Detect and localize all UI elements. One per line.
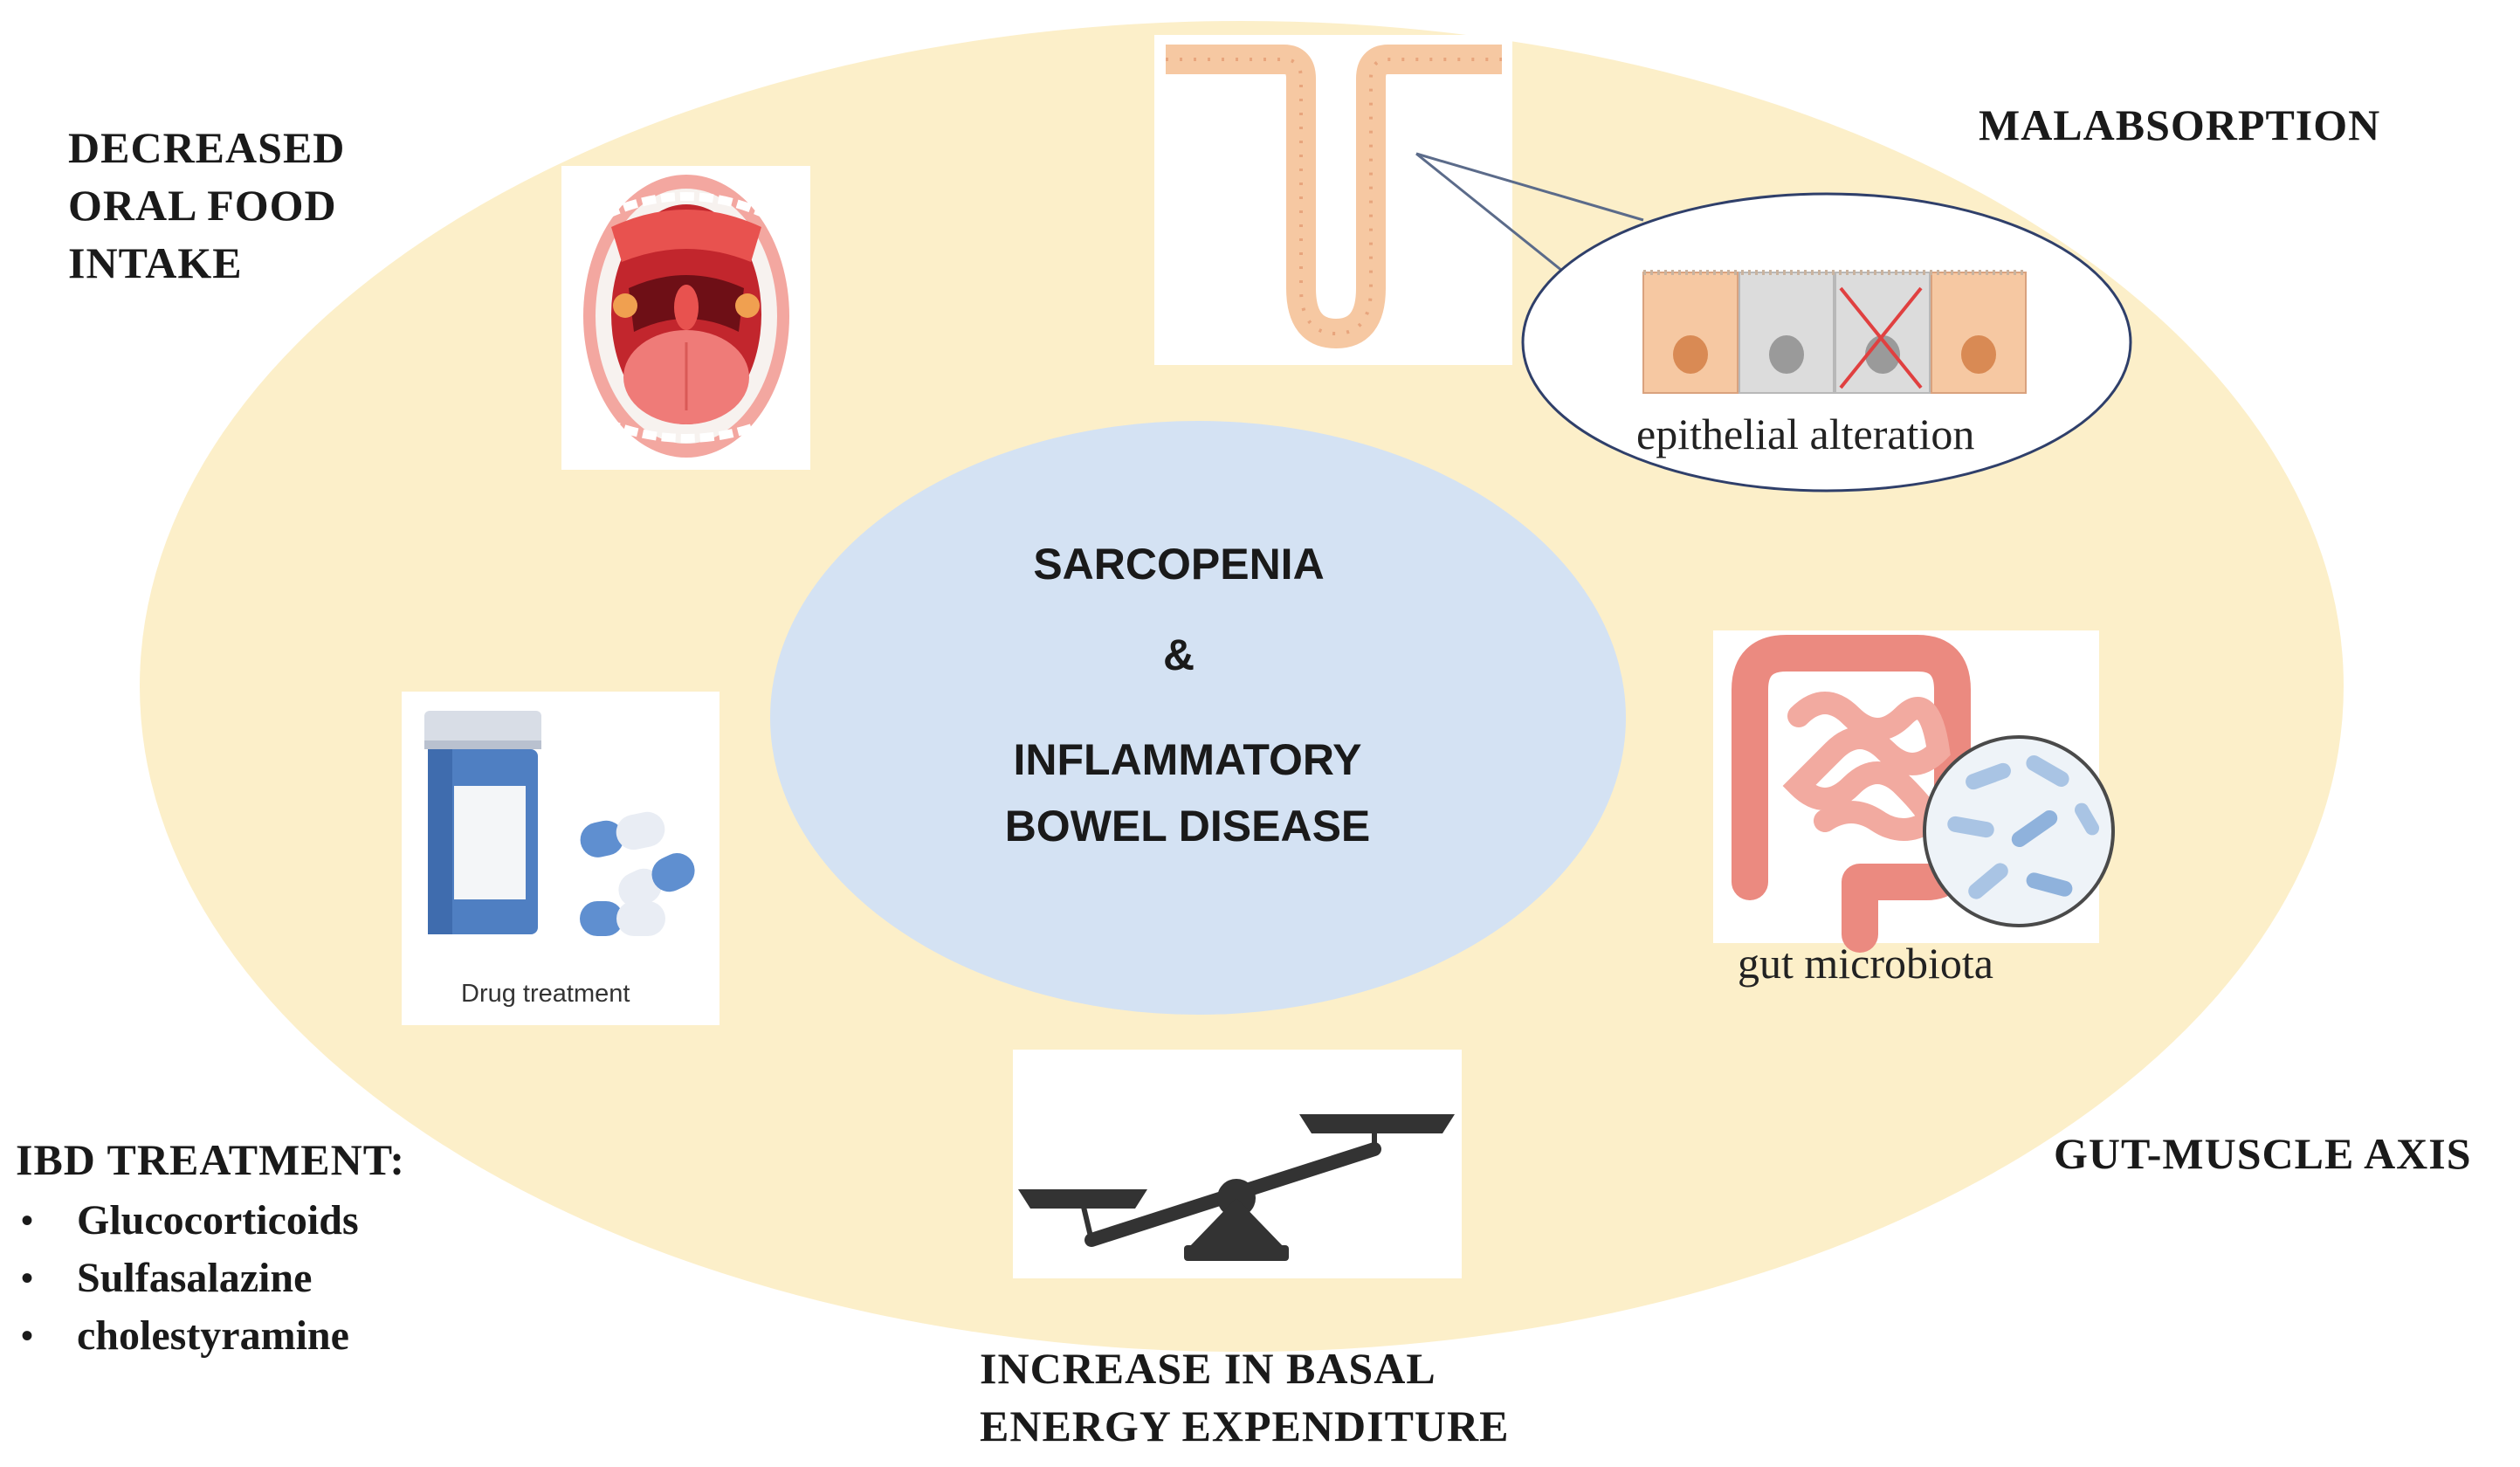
center-title-inflammatory: INFLAMMATORY [1013,735,1362,784]
balance-scale-icon [1013,1050,1462,1278]
mouth-icon [561,166,810,470]
malabsorption-label: MALABSORPTION [1979,100,2381,149]
center-title-ampersand: & [1162,630,1195,679]
energy-expenditure-label: INCREASE IN BASAL ENERGY EXPENDITURE [980,1340,1510,1455]
gut-microbiota-caption: gut microbiota [1738,939,1993,988]
bacteria-icon [1923,735,2115,927]
callout-pointer-bottom [1415,152,1576,283]
ibd-treatment-title: IBD TREATMENT: [16,1135,406,1184]
center-title-bowel-disease: BOWEL DISEASE [1004,802,1371,851]
capsules-icon [580,811,695,936]
decreased-oral-food-intake-line-2: ORAL FOOD [68,181,337,230]
epithelial-alteration-caption: epithelial alteration [1636,410,1975,458]
epithelial-cells-icon [1631,258,2038,403]
gut-muscle-axis-label: GUT-MUSCLE AXIS [2054,1129,2472,1178]
ibd-treatment-item-cholestyramine: cholestyramine [16,1307,359,1365]
cross-mark-icon [1839,286,1923,389]
ibd-treatment-item-sulfasalazine: Sulfasalazine [16,1250,359,1307]
decreased-oral-food-intake-line-1: DECREASED [68,123,346,172]
center-title-sarcopenia: SARCOPENIA [1033,540,1325,589]
energy-expenditure-line-1: INCREASE IN BASAL [980,1344,1436,1393]
intestinal-villus-icon [1154,35,1512,365]
ibd-treatment-list: Glucocorticoids Sulfasalazine cholestyra… [16,1192,359,1365]
center-ellipse [770,421,1626,1015]
decreased-oral-food-intake-label: DECREASED ORAL FOOD INTAKE [68,119,345,292]
ibd-treatment-item-glucocorticoids: Glucocorticoids [16,1192,359,1250]
callout-pointer-top [1415,152,1644,222]
energy-expenditure-line-2: ENERGY EXPENDITURE [980,1402,1510,1450]
decreased-oral-food-intake-line-3: INTAKE [68,238,243,287]
drug-treatment-caption: Drug treatment [461,980,630,1008]
